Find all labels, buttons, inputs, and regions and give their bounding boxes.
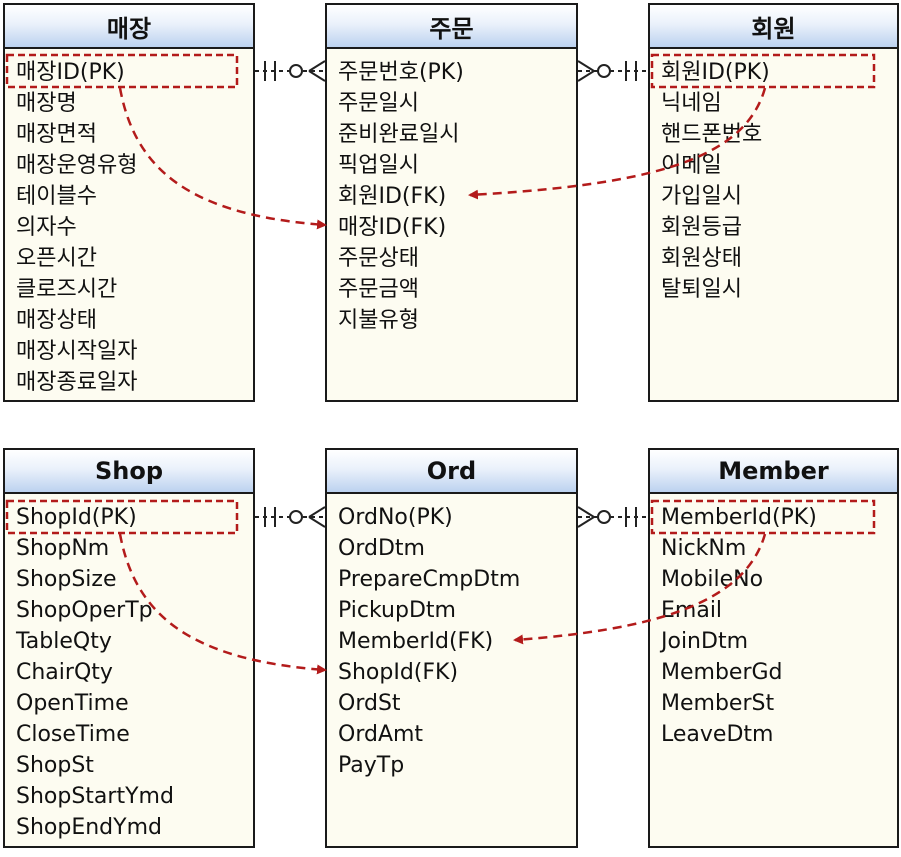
attribute: 매장시작일자 <box>16 339 138 364</box>
attribute: 테이블수 <box>16 184 97 209</box>
entity-title: Shop <box>5 450 253 494</box>
attribute-list: 주문번호(PK) 주문일시 준비완료일시 픽업일시 회원ID(FK) 매장ID(… <box>327 49 576 336</box>
attribute: ShopStartYmd <box>16 784 174 809</box>
attribute-list: 매장ID(PK) 매장명 매장면적 매장운영유형 테이블수 의자수 오픈시간 클… <box>5 49 253 398</box>
attribute: 준비완료일시 <box>338 122 460 147</box>
attribute: NickNm <box>661 536 747 561</box>
entity-member-en: Member MemberId(PK) NickNm MobileNo Emai… <box>648 448 899 848</box>
attribute-list: OrdNo(PK) OrdDtm PrepareCmpDtm PickupDtm… <box>327 494 576 781</box>
entity-ord: Ord OrdNo(PK) OrdDtm PrepareCmpDtm Picku… <box>325 448 578 848</box>
attribute: OrdDtm <box>338 536 425 561</box>
entity-title: 주문 <box>327 5 576 49</box>
attribute: ShopSize <box>16 567 117 592</box>
attribute: 핸드폰번호 <box>661 122 763 147</box>
entity-title: 회원 <box>650 5 897 49</box>
attribute: 가입일시 <box>661 184 742 209</box>
attribute: 이메일 <box>661 153 722 178</box>
relationship-store-order <box>255 60 326 82</box>
attribute: Email <box>661 598 723 623</box>
attribute: 지불유형 <box>338 308 419 333</box>
attribute: OrdSt <box>338 691 401 716</box>
entity-title: 매장 <box>5 5 253 49</box>
attribute-list: 회원ID(PK) 닉네임 핸드폰번호 이메일 가입일시 회원등급 회원상태 탈퇴… <box>650 49 897 305</box>
attribute: ShopOperTp <box>16 598 153 623</box>
attribute-primary-key: 주문번호(PK) <box>338 60 464 85</box>
attribute: 의자수 <box>16 215 77 240</box>
attribute-primary-key: 매장ID(PK) <box>16 60 125 85</box>
attribute: CloseTime <box>16 722 130 747</box>
attribute: 회원상태 <box>661 246 742 271</box>
attribute-foreign-key: ShopId(FK) <box>338 660 459 685</box>
relationship-ord-member <box>577 506 648 528</box>
attribute-primary-key: 회원ID(PK) <box>661 60 770 85</box>
attribute-list: ShopId(PK) ShopNm ShopSize ShopOperTp Ta… <box>5 494 253 843</box>
attribute: 매장명 <box>16 91 77 116</box>
attribute: 탈퇴일시 <box>661 277 742 302</box>
attribute: MobileNo <box>661 567 764 592</box>
attribute: PayTp <box>338 753 405 778</box>
relationship-order-member <box>577 60 648 82</box>
attribute: ShopNm <box>16 536 110 561</box>
attribute: TableQty <box>16 629 112 654</box>
attribute: 클로즈시간 <box>16 277 118 302</box>
attribute: 매장운영유형 <box>16 153 138 178</box>
attribute: ShopSt <box>16 753 94 778</box>
attribute: PrepareCmpDtm <box>338 567 521 592</box>
attribute: JoinDtm <box>661 629 749 654</box>
attribute: PickupDtm <box>338 598 456 623</box>
attribute: 주문일시 <box>338 91 419 116</box>
attribute: 회원등급 <box>661 215 742 240</box>
attribute: 오픈시간 <box>16 246 97 271</box>
attribute-primary-key: ShopId(PK) <box>16 505 137 530</box>
entity-shop: Shop ShopId(PK) ShopNm ShopSize ShopOper… <box>3 448 255 848</box>
attribute-primary-key: OrdNo(PK) <box>338 505 453 530</box>
attribute-primary-key: MemberId(PK) <box>661 505 817 530</box>
entity-member: 회원 회원ID(PK) 닉네임 핸드폰번호 이메일 가입일시 회원등급 회원상태… <box>648 3 899 402</box>
attribute-foreign-key: 매장ID(FK) <box>338 215 447 240</box>
attribute-foreign-key: 회원ID(FK) <box>338 184 447 209</box>
attribute: 닉네임 <box>661 91 722 116</box>
attribute: 픽업일시 <box>338 153 419 178</box>
attribute: MemberGd <box>661 660 783 685</box>
attribute: 매장종료일자 <box>16 370 138 395</box>
attribute: MemberSt <box>661 691 775 716</box>
entity-store: 매장 매장ID(PK) 매장명 매장면적 매장운영유형 테이블수 의자수 오픈시… <box>3 3 255 402</box>
entity-title: Ord <box>327 450 576 494</box>
attribute: 매장면적 <box>16 122 97 147</box>
attribute: OpenTime <box>16 691 129 716</box>
attribute: LeaveDtm <box>661 722 774 747</box>
attribute: 매장상태 <box>16 308 97 333</box>
attribute-list: MemberId(PK) NickNm MobileNo Email JoinD… <box>650 494 897 750</box>
attribute: 주문상태 <box>338 246 419 271</box>
attribute: ShopEndYmd <box>16 815 162 840</box>
relationship-shop-ord <box>255 506 326 528</box>
entity-order: 주문 주문번호(PK) 주문일시 준비완료일시 픽업일시 회원ID(FK) 매장… <box>325 3 578 402</box>
entity-title: Member <box>650 450 897 494</box>
attribute-foreign-key: MemberId(FK) <box>338 629 494 654</box>
attribute: ChairQty <box>16 660 113 685</box>
attribute: 주문금액 <box>338 277 419 302</box>
attribute: OrdAmt <box>338 722 424 747</box>
